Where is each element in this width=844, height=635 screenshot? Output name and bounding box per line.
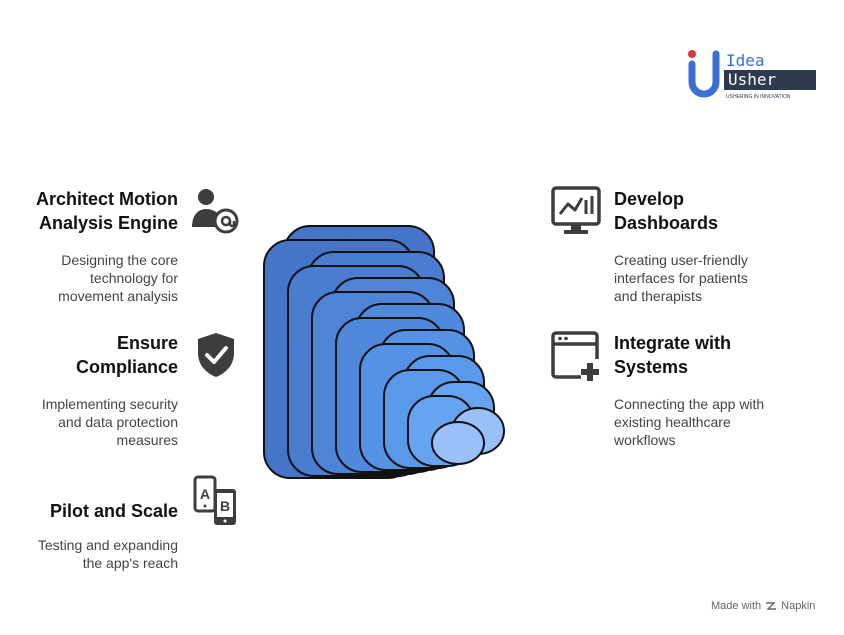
stacked-layers-diagram xyxy=(263,225,505,479)
shield-check-icon xyxy=(198,333,234,377)
logo-line2: Usher xyxy=(728,70,777,89)
step-title-integrate: Integrate with Systems xyxy=(614,333,732,377)
step-desc-dashboards: Creating user-friendly interfaces for pa… xyxy=(614,252,748,304)
user-at-icon xyxy=(192,189,239,234)
made-with-napkin: Made with Napkin xyxy=(711,600,815,612)
step-title-compliance: Ensure Compliance xyxy=(75,333,178,377)
layer-front-7 xyxy=(431,421,485,465)
step-desc-integrate: Connecting the app with existing healthc… xyxy=(614,396,765,448)
svg-text:A: A xyxy=(200,486,210,502)
monitor-chart-icon xyxy=(551,186,601,234)
step-title-architect: Architect Motion Analysis Engine xyxy=(36,189,178,233)
step-desc-pilot: Testing and expanding the app's reach xyxy=(37,537,178,571)
logo-tagline: USHERING IN INNOVATION xyxy=(726,94,791,100)
napkin-logo-icon xyxy=(766,602,777,610)
step-desc-compliance: Implementing security and data protectio… xyxy=(41,396,178,448)
ab-test-phones-icon: A B xyxy=(193,475,236,525)
step-desc-architect: Designing the core technology for moveme… xyxy=(58,252,178,304)
made-with-label: Made with xyxy=(711,600,762,612)
napkin-brand: Napkin xyxy=(781,600,816,612)
idea-usher-logo: Idea Usher USHERING IN INNOVATION xyxy=(688,50,816,100)
svg-text:B: B xyxy=(220,498,230,514)
step-title-pilot: Pilot and Scale xyxy=(49,501,178,521)
logo-line1: Idea xyxy=(726,51,765,70)
window-add-icon xyxy=(551,331,599,381)
step-title-dashboards: Develop Dashboards xyxy=(614,189,719,233)
